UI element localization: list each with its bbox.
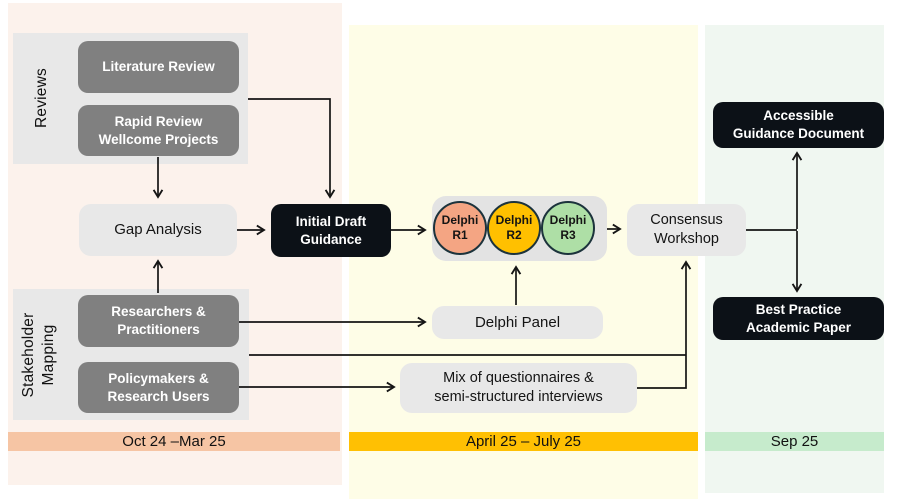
reviews-group-label: Reviews (33, 68, 50, 128)
consensus-workshop-box: Consensus Workshop (627, 204, 746, 256)
phase-column-sep (705, 25, 884, 493)
initial-draft-guidance-box: Initial Draft Guidance (271, 204, 391, 257)
timeline-bar-oct-mar: Oct 24 –Mar 25 (8, 432, 340, 451)
best-practice-academic-paper-box: Best Practice Academic Paper (713, 297, 884, 340)
phase-column-apr-jul (349, 25, 698, 499)
accessible-guidance-document-box: Accessible Guidance Document (713, 102, 884, 148)
delphi-round-1-circle: Delphi R1 (433, 201, 487, 255)
rapid-review-box: Rapid Review Wellcome Projects (78, 105, 239, 156)
delphi-panel-box: Delphi Panel (432, 306, 603, 339)
timeline-bar-sep: Sep 25 (705, 432, 884, 451)
delphi-round-2-circle: Delphi R2 (487, 201, 541, 255)
literature-review-box: Literature Review (78, 41, 239, 93)
researchers-box: Researchers & Practitioners (78, 295, 239, 347)
policymakers-box: Policymakers & Research Users (78, 362, 239, 413)
stakeholder-group-label: Stakeholder Mapping (20, 312, 58, 398)
mixed-methods-box: Mix of questionnaires & semi-structured … (400, 363, 637, 413)
delphi-round-3-circle: Delphi R3 (541, 201, 595, 255)
gap-analysis-box: Gap Analysis (79, 204, 237, 256)
timeline-bar-apr-jul: April 25 – July 25 (349, 432, 698, 451)
